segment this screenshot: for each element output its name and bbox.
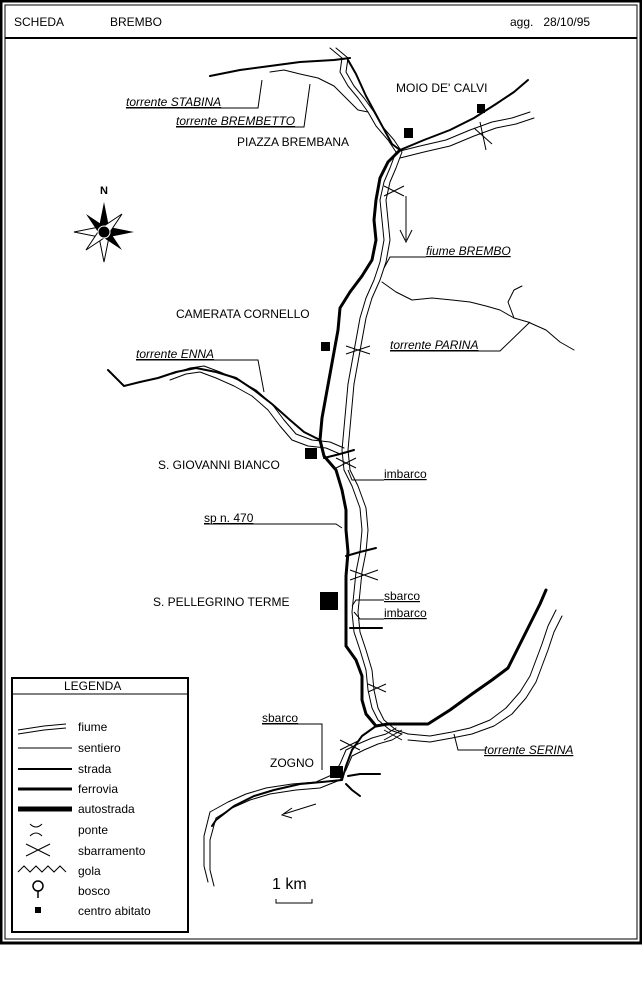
- label-pellegrino: S. PELLEGRINO TERME: [153, 595, 289, 609]
- road-spur-2: [345, 547, 377, 557]
- header-name: BREMBO: [110, 15, 162, 29]
- legend-sbarramento-symbol: [25, 843, 51, 857]
- river-brembo-bank: [335, 47, 409, 735]
- outer-border: [0, 0, 642, 945]
- river-enna-bank: [169, 371, 341, 455]
- road-spur-5: [345, 783, 361, 797]
- town-piazza-marker: [404, 128, 413, 138]
- leader-lines: [126, 79, 531, 770]
- label-stabina: torrente STABINA: [126, 95, 221, 109]
- legend-title: LEGENDA: [64, 679, 121, 693]
- sbarramento-marks: [335, 121, 493, 751]
- road-spur-4: [347, 773, 381, 777]
- label-sp470: sp n. 470: [204, 511, 254, 525]
- road-spur: [323, 449, 355, 459]
- river-moio: [395, 111, 531, 153]
- town-moio-marker: [477, 104, 485, 113]
- label-imbarco-2: imbarco: [384, 606, 427, 620]
- road-upper-left: [209, 57, 351, 77]
- header-updated: agg. 28/10/95: [510, 15, 590, 29]
- legend-centro-symbol: [35, 907, 41, 913]
- road-upper: [347, 59, 401, 151]
- label-piazza: PIAZZA BREMBANA: [237, 135, 349, 149]
- label-serina: torrente SERINA: [484, 743, 573, 757]
- river-brembo: [329, 47, 403, 735]
- legend-bosco-symbol: [32, 880, 44, 898]
- scale-label: 1 km: [272, 876, 307, 893]
- legend-fiume-symbol: [17, 723, 67, 735]
- legend-bosco: bosco: [78, 884, 110, 898]
- flow-arrows: [280, 196, 413, 819]
- header-scheda: SCHEDA: [14, 15, 64, 29]
- legend-ponte-symbol: [29, 823, 43, 837]
- legend-sbarramento: sbarramento: [78, 844, 146, 858]
- river-lower-bank: [203, 727, 397, 883]
- road-sp470: [318, 148, 548, 728]
- label-enna: torrente ENNA: [136, 347, 214, 361]
- legend-gola-symbol: [17, 865, 67, 873]
- river-lower: [209, 733, 403, 887]
- inner-border: [4, 4, 638, 940]
- river-parina-upper: [507, 285, 523, 319]
- label-sbarco-2: sbarco: [262, 711, 298, 725]
- legend-ferrovia: ferrovia: [78, 782, 118, 796]
- legend-gola: gola: [78, 864, 101, 878]
- river-serina-bank: [407, 615, 563, 743]
- legend: LEGENDA fiume sentiero strada ferrovia a…: [11, 677, 189, 933]
- legend-sentiero: sentiero: [78, 741, 121, 755]
- label-giovanni: S. GIOVANNI BIANCO: [158, 458, 280, 472]
- label-brembo: fiume BREMBO: [426, 244, 511, 258]
- town-camerata-marker: [321, 342, 330, 351]
- compass-label: N: [100, 185, 108, 197]
- label-imbarco-1: imbarco: [384, 467, 427, 481]
- legend-fiume: fiume: [78, 720, 108, 734]
- legend-ponte: ponte: [78, 823, 108, 837]
- legend-autostrada: autostrada: [78, 802, 135, 816]
- river-moio-bank: [399, 117, 535, 159]
- scale-bar: 1 km: [272, 876, 313, 904]
- road-enna: [107, 367, 321, 441]
- river-enna: [171, 365, 345, 449]
- legend-centro: centro abitato: [78, 904, 151, 918]
- label-parina: torrente PARINA: [390, 338, 478, 352]
- road-lower: [211, 725, 377, 827]
- label-zogno: ZOGNO: [270, 756, 314, 770]
- compass-rose: N: [73, 185, 134, 263]
- label-moio: MOIO DE' CALVI: [396, 81, 487, 95]
- town-markers: [305, 104, 485, 778]
- label-camerata: CAMERATA CORNELLO: [176, 307, 310, 321]
- town-zogno-marker: [330, 766, 343, 778]
- town-giovanni-marker: [305, 448, 317, 459]
- river-serina: [407, 609, 557, 737]
- label-brembetto: torrente BREMBETTO: [176, 114, 295, 128]
- river-map: SCHEDA BREMBO agg. 28/10/95: [0, 0, 642, 945]
- town-pellegrino-marker: [320, 592, 338, 610]
- label-sbarco-1: sbarco: [384, 589, 420, 603]
- road-moio: [399, 79, 529, 151]
- river-parina: [381, 281, 575, 351]
- river-brembetto: [269, 69, 369, 113]
- legend-strada: strada: [78, 762, 112, 776]
